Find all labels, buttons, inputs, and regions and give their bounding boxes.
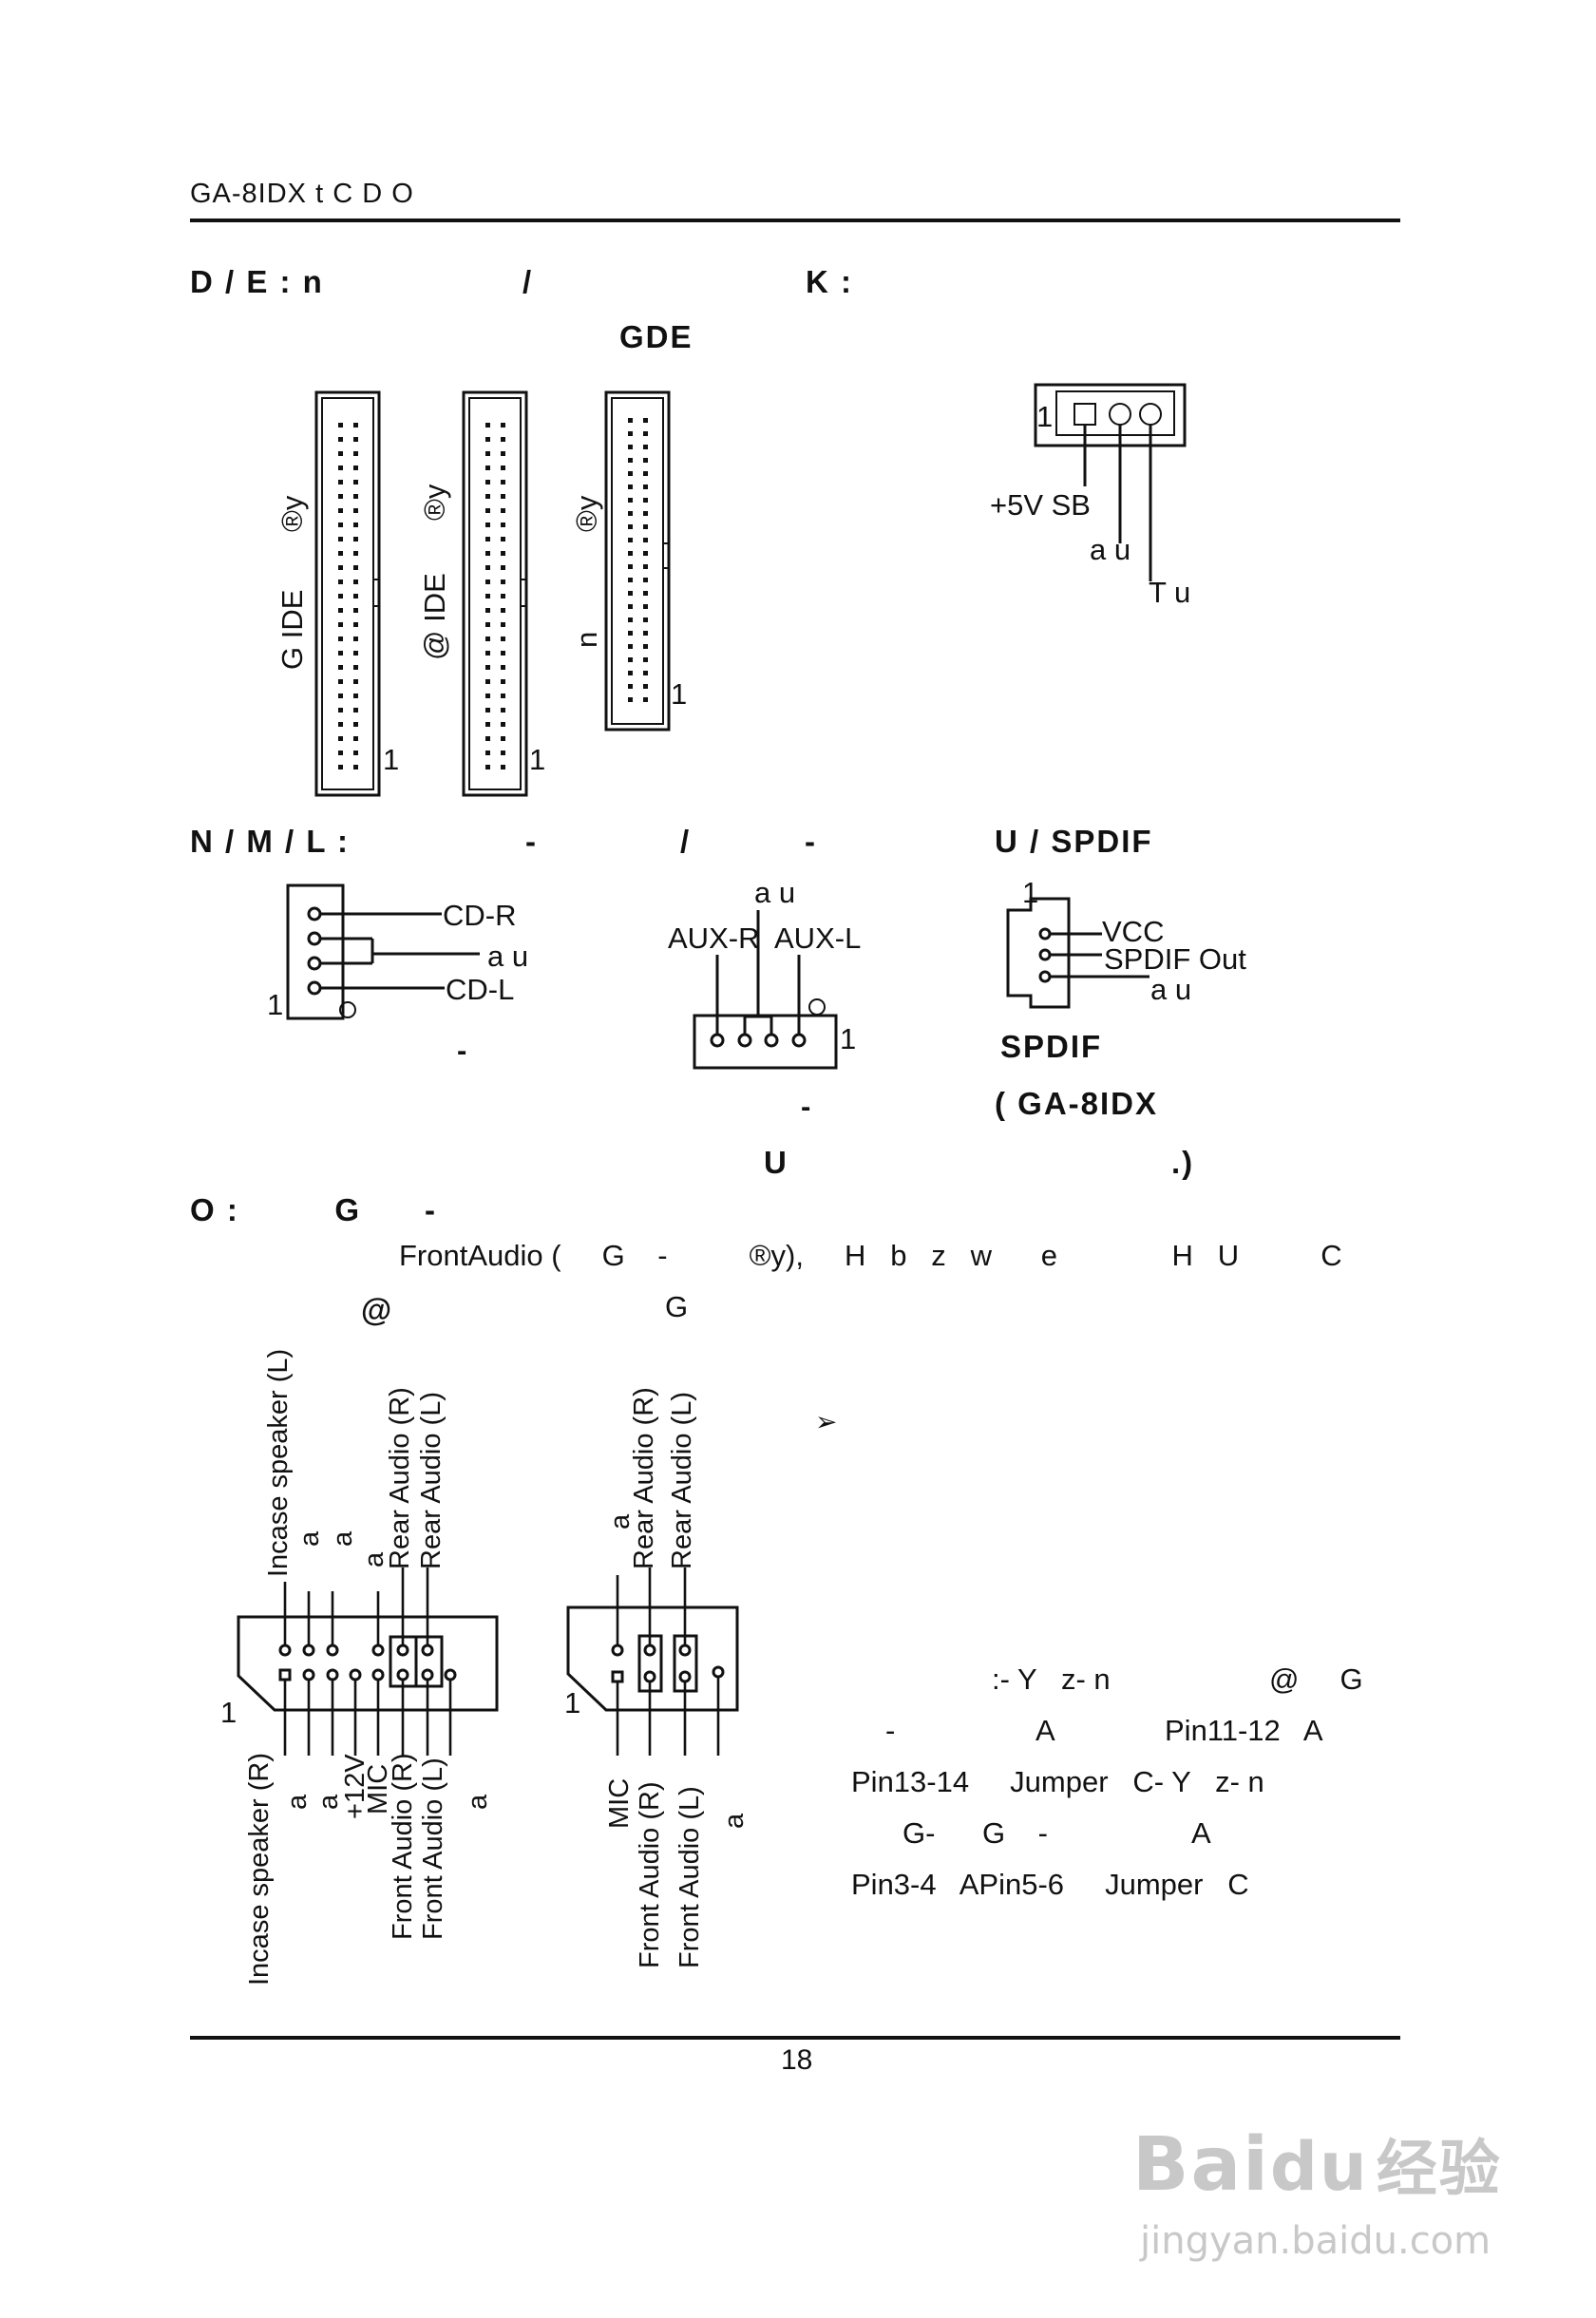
ide1-registered: ®y bbox=[276, 495, 309, 532]
fa-right-bottom-label-2: Front Audio (L) bbox=[674, 1786, 705, 1968]
spdif-note1: ( GA-8IDX bbox=[995, 1086, 1159, 1121]
ide1-pin1: 1 bbox=[383, 743, 400, 776]
front-audio-right-outline bbox=[566, 1606, 739, 1712]
cd-r-label: CD-R bbox=[443, 899, 517, 932]
floppy-connector-outline bbox=[604, 390, 671, 732]
page-number: 18 bbox=[781, 2044, 813, 2076]
spdif-caption: SPDIF bbox=[1000, 1029, 1103, 1064]
fa-right-pin1: 1 bbox=[564, 1686, 581, 1720]
ide1-connector-outline bbox=[314, 390, 381, 797]
fa-right-top-label-2: Rear Audio (L) bbox=[667, 1392, 697, 1569]
spdif-gnd: a u bbox=[1150, 973, 1192, 1006]
section3-title: O : G - bbox=[190, 1192, 438, 1227]
fa-left-bottom-label-7: a bbox=[463, 1794, 493, 1810]
spdif-note2: .) bbox=[1171, 1145, 1195, 1180]
cd-caption-dash: - bbox=[457, 1034, 467, 1067]
bullet-arrow-icon: ➢ bbox=[815, 1407, 838, 1436]
fa-left-top-label-1: a bbox=[294, 1530, 325, 1547]
fa-right-top-label-1: Rear Audio (R) bbox=[629, 1387, 659, 1569]
wol-connector-outline bbox=[1034, 383, 1187, 447]
note-line2-b: A bbox=[1036, 1714, 1055, 1747]
section1-slash: / bbox=[522, 264, 534, 299]
fa-left-bottom-label-0: Incase speaker (R) bbox=[244, 1753, 275, 1986]
cd-connector-outline bbox=[286, 884, 345, 1020]
fa-right-bottom-label-3: a bbox=[719, 1813, 750, 1829]
spdif-u: U bbox=[764, 1145, 788, 1180]
note-line2-a: - bbox=[885, 1714, 896, 1747]
note-line4-a: G- bbox=[902, 1816, 936, 1850]
ide-pin-dots bbox=[338, 418, 648, 770]
spdif-pin1: 1 bbox=[1022, 876, 1039, 909]
floppy-pin1: 1 bbox=[671, 677, 688, 711]
fa-left-top-label-4: Rear Audio (R) bbox=[385, 1387, 415, 1569]
note-line4-c: A bbox=[1191, 1816, 1211, 1850]
fa-left-top-label-0: Incase speaker (L) bbox=[263, 1348, 294, 1577]
ide-header: GDE bbox=[619, 319, 694, 354]
front-audio-left-outline bbox=[237, 1615, 499, 1712]
section2-dash2: - bbox=[805, 824, 817, 859]
ide1-label: G IDE bbox=[276, 589, 309, 670]
fa-right-bottom-label-0: MIC bbox=[604, 1777, 635, 1829]
cd-l-label: CD-L bbox=[446, 973, 515, 1006]
fa-left-pin1: 1 bbox=[220, 1696, 238, 1729]
wol-5vsb: +5V SB bbox=[990, 488, 1091, 522]
ide2-connector-outline bbox=[462, 390, 528, 797]
section1-title-right: K : bbox=[806, 264, 853, 299]
floppy-label: n bbox=[570, 631, 603, 648]
ide2-registered: ®y bbox=[418, 484, 451, 521]
ide2-pin1: 1 bbox=[529, 743, 546, 776]
watermark-cn: 经验 bbox=[1376, 2135, 1502, 2205]
note-line3: Pin13-14 Jumper C- Y z- n bbox=[851, 1765, 1264, 1798]
fa-left-top-label-2: a bbox=[328, 1530, 358, 1547]
section2-title: N / M / L : bbox=[190, 824, 351, 859]
spdif-vcc: VCC bbox=[1102, 915, 1165, 948]
footer-rule bbox=[190, 2036, 1400, 2040]
wol-pin1: 1 bbox=[1036, 400, 1054, 433]
note-line5: Pin3-4 APin5-6 Jumper C bbox=[851, 1868, 1249, 1901]
fa-left-bottom-label-5: Front Audio (R) bbox=[388, 1753, 418, 1940]
spdif-out: SPDIF Out bbox=[1104, 942, 1246, 976]
spdif-connector-outline bbox=[1006, 897, 1071, 1009]
cd-pin1: 1 bbox=[267, 988, 284, 1021]
aux-gnd-label: a u bbox=[754, 876, 796, 909]
floppy-registered: ®y bbox=[570, 495, 603, 532]
aux-pin1: 1 bbox=[840, 1022, 857, 1055]
section2-dash1: - bbox=[525, 824, 538, 859]
fa-left-top-label-5: Rear Audio (L) bbox=[416, 1392, 446, 1569]
page-header-title: GA-8IDX t C D O bbox=[190, 179, 414, 209]
section1-title: D / E : n bbox=[190, 264, 324, 299]
note-line1-a: :- Y z- n bbox=[992, 1662, 1111, 1696]
wol-tu: T u bbox=[1149, 576, 1191, 609]
fa-left-bottom-label-6: Front Audio (L) bbox=[418, 1758, 448, 1940]
ide2-label: @ IDE bbox=[418, 573, 451, 660]
section2-title-right: U / SPDIF bbox=[995, 824, 1153, 859]
aux-caption-dash: - bbox=[801, 1090, 811, 1123]
watermark-url: jingyan.baidu.com bbox=[1140, 2219, 1492, 2263]
section3-line2-g: G bbox=[665, 1290, 689, 1323]
section3-line1: FrontAudio ( G - ®y), H b z w e H U C bbox=[399, 1239, 1342, 1272]
section2-slash: / bbox=[680, 824, 692, 859]
fa-right-bottom-label-1: Front Audio (R) bbox=[635, 1781, 665, 1968]
aux-l-label: AUX-L bbox=[774, 922, 862, 955]
watermark-du: du bbox=[1269, 2128, 1369, 2206]
note-line4-b: G - bbox=[982, 1816, 1048, 1850]
section3-line2-at: @ bbox=[361, 1292, 394, 1327]
aux-r-label: AUX-R bbox=[668, 922, 760, 955]
header-rule bbox=[190, 218, 1400, 222]
note-line2-c: Pin11-12 A bbox=[1165, 1714, 1323, 1747]
cd-gnd-label: a u bbox=[487, 940, 529, 973]
note-line1-b: @ G bbox=[1269, 1662, 1363, 1696]
watermark-brand: Bai bbox=[1132, 2122, 1270, 2208]
fa-left-bottom-label-1: a bbox=[282, 1794, 313, 1810]
wol-signal: a u bbox=[1090, 533, 1131, 566]
